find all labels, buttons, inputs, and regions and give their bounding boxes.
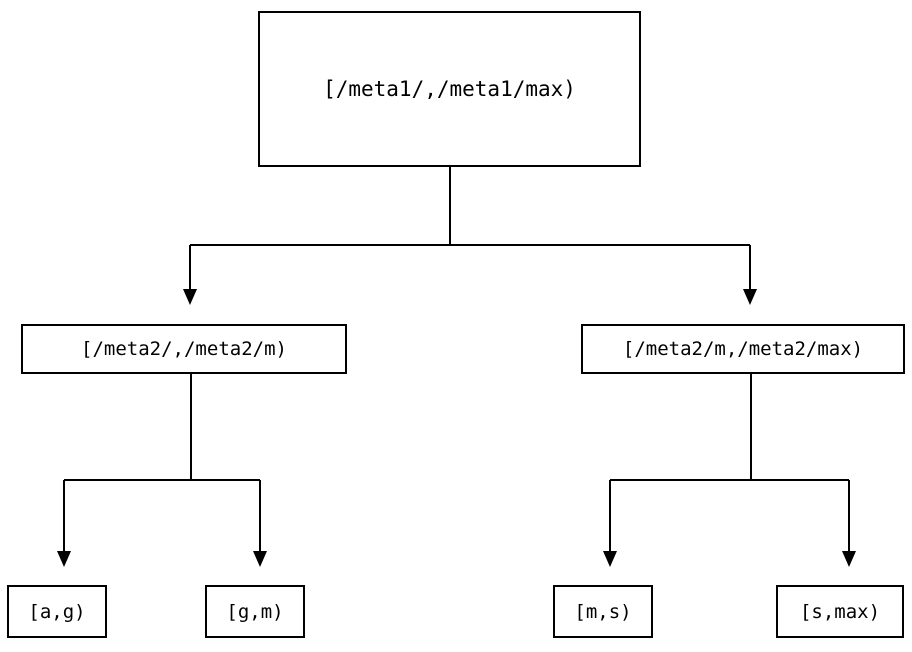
arrowhead-to-leaf-1: [57, 551, 71, 567]
edge-midright-to-leaves: [609, 374, 850, 551]
tree-leaf-a-g-label: [a,g): [28, 600, 86, 623]
arrowhead-to-mid-left: [183, 289, 197, 305]
tree-leaf-g-m-label: [g,m): [226, 600, 284, 623]
tree-node-meta2-lower-label: [/meta2/,/meta2/m): [81, 338, 287, 360]
edge-root-to-level2: [189, 167, 751, 289]
arrowhead-to-leaf-3: [603, 551, 617, 567]
tree-node-meta2-lower[interactable]: [/meta2/,/meta2/m): [21, 324, 347, 374]
tree-leaf-s-max[interactable]: [s,max): [776, 585, 904, 638]
tree-node-meta2-upper[interactable]: [/meta2/m,/meta2/max): [581, 324, 905, 374]
tree-leaf-s-max-label: [s,max): [799, 600, 881, 623]
tree-leaf-m-s-label: [m,s): [574, 600, 632, 623]
arrowhead-to-leaf-2: [253, 551, 267, 567]
tree-node-root-label: [/meta1/,/meta1/max): [323, 77, 576, 101]
tree-node-root[interactable]: [/meta1/,/meta1/max): [258, 11, 641, 167]
arrowhead-to-leaf-4: [842, 551, 856, 567]
tree-leaf-m-s[interactable]: [m,s): [553, 585, 653, 638]
tree-leaf-a-g[interactable]: [a,g): [7, 585, 107, 638]
edge-midleft-to-leaves: [63, 374, 261, 551]
tree-node-meta2-upper-label: [/meta2/m,/meta2/max): [622, 338, 864, 360]
tree-leaf-g-m[interactable]: [g,m): [205, 585, 305, 638]
arrowhead-to-mid-right: [743, 289, 757, 305]
